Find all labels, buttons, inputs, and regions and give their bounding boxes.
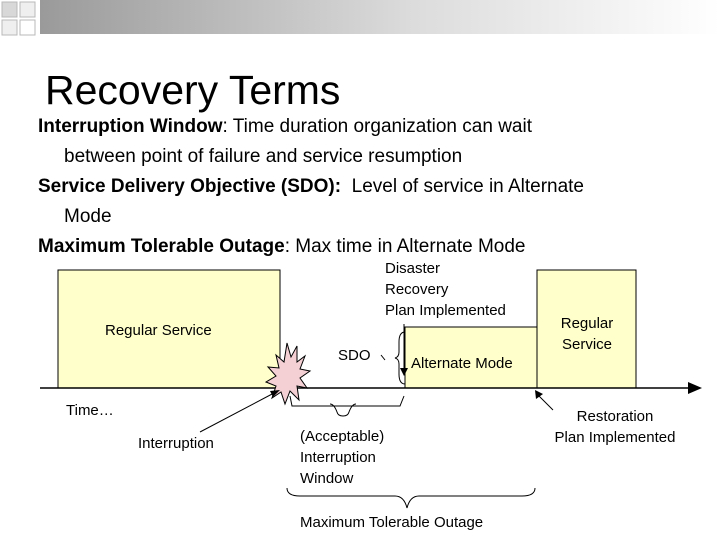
restoration-arrow: [536, 393, 554, 411]
restoration-line2: Plan Implemented: [554, 429, 676, 446]
regular-service-right-line2: Service: [561, 336, 613, 353]
explosion-burst-icon: [264, 342, 312, 406]
regular-service-box-right: [536, 269, 637, 389]
mto-label: Maximum Tolerable Outage: [300, 514, 484, 531]
acceptable-line3: Window: [300, 470, 354, 487]
header-gradient-bar: [40, 0, 720, 34]
restoration-line1: Restoration: [576, 408, 654, 425]
sdo-brace: [394, 331, 406, 385]
bullet-text: : Time duration organization can wait: [222, 116, 532, 137]
regular-service-label: Regular Service: [105, 322, 212, 339]
regular-service-box: [57, 269, 281, 389]
disaster-line2: Recovery: [385, 281, 449, 298]
bullet-text-cont: Mode: [64, 206, 112, 227]
alternate-mode-label: Alternate Mode: [411, 355, 513, 372]
restoration-arrowhead: [535, 390, 543, 399]
time-label: Time…: [66, 402, 114, 419]
disaster-line1: Disaster: [385, 260, 441, 277]
acceptable-line1: (Acceptable): [300, 428, 385, 445]
disaster-line3: Plan Implemented: [385, 302, 506, 319]
regular-service-right-label: Regular Service: [545, 313, 629, 355]
bullet-term: Maximum Tolerable Outage: [38, 236, 285, 257]
interruption-label: Interruption: [138, 435, 214, 452]
bullet-mto: Maximum Tolerable Outage: Max time in Al…: [38, 232, 718, 262]
mto-brace: [286, 487, 536, 509]
interruption-arrowhead: [270, 390, 280, 397]
time-axis-arrowhead: [688, 382, 702, 394]
bullet-interruption-window: Interruption Window: Time duration organ…: [38, 112, 718, 172]
bullet-sdo: Service Delivery Objective (SDO): Level …: [38, 172, 718, 232]
bullet-text-cont: between point of failure and service res…: [64, 146, 463, 167]
sdo-tick: [380, 354, 386, 361]
disaster-recovery-label: Disaster Recovery Plan Implemented: [385, 258, 506, 321]
bullet-list: Interruption Window: Time duration organ…: [38, 112, 718, 262]
bullet-term: Interruption Window: [38, 116, 223, 137]
bullet-text: : Max time in Alternate Mode: [284, 236, 526, 257]
bullet-term: Service Delivery Objective (SDO):: [38, 176, 342, 197]
corner-squares-decoration: [1, 1, 36, 36]
slide-title: Recovery Terms: [45, 67, 341, 113]
regular-service-right-line1: Regular: [560, 315, 614, 332]
interruption-window-bracket: [289, 395, 405, 407]
acceptable-line2: Interruption: [300, 449, 376, 466]
disaster-arrowhead: [400, 368, 408, 376]
bullet-text: Level of service in Alternate: [341, 176, 585, 197]
interruption-arrow: [199, 392, 275, 433]
sdo-label: SDO: [338, 347, 371, 364]
restoration-label: Restoration Plan Implemented: [535, 406, 695, 448]
interruption-window-brace: [329, 403, 357, 417]
acceptable-window-label: (Acceptable) Interruption Window: [300, 426, 384, 489]
